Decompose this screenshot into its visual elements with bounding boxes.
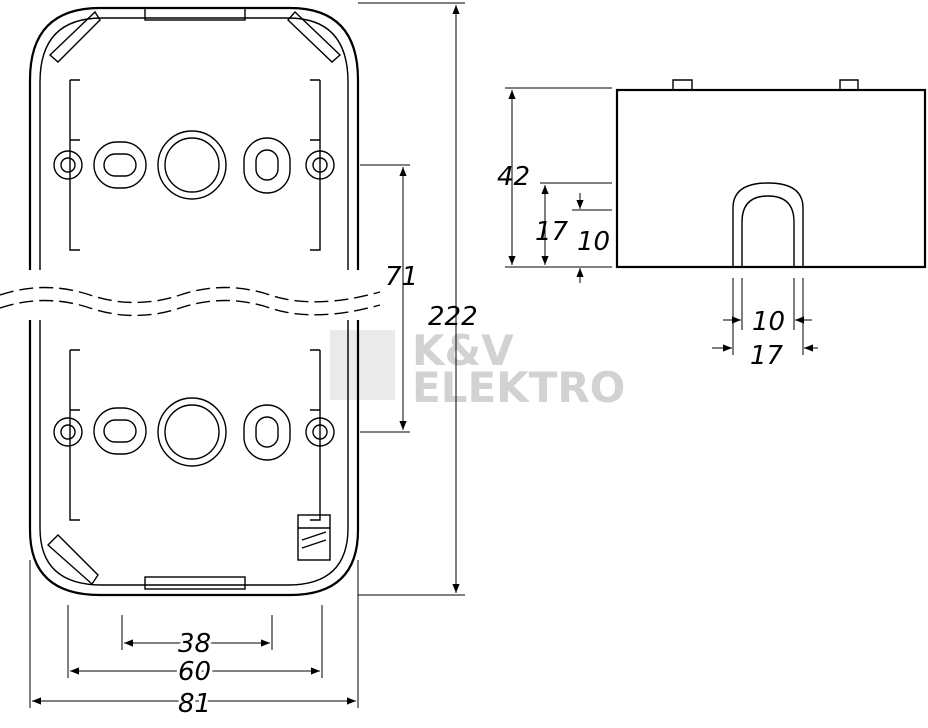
dim-label-71: 71 [385,262,418,292]
dim-label-60: 60 [178,657,211,687]
side-view: 42 17 10 10 17 [497,79,927,371]
break-line-1 [0,286,381,304]
bottom-tab [144,576,246,590]
corner-wedge-tr [287,10,342,63]
dim-label-222: 222 [428,302,478,332]
oval-slot-right [243,137,291,194]
dim-label-10h: 10 [752,307,785,337]
dim-label-10v: 10 [577,227,610,257]
terminal-block [297,514,331,561]
lower-cell [53,349,335,561]
corner-wedge-tl [48,10,101,63]
box-outline-top [28,6,360,270]
side-tab-left [672,79,693,90]
watermark-line2: ELEKTRO [412,363,625,412]
break-line-2 [0,299,381,317]
watermark-line1: K&V [412,326,514,375]
side-box-outline [615,88,927,269]
oval-slot-left [93,141,147,189]
center-knockout [157,130,227,200]
dim-label-38: 38 [178,629,211,659]
front-view: 222 71 38 60 81 [0,2,478,722]
watermark-logo-icon [330,330,395,400]
dim-label-17h: 17 [750,341,784,371]
box-inner-top [39,17,349,270]
upper-cell [53,79,335,251]
dim-label-42: 42 [497,162,530,192]
box-inner-bottom [39,320,349,586]
dim-label-17v: 17 [535,217,569,247]
box-outline-bottom [28,320,360,597]
top-tab [144,7,246,21]
screw-hole-right [305,150,335,180]
corner-wedge-bl [46,534,99,586]
screw-hole-left [53,150,83,180]
cable-entry-outer [732,182,804,267]
watermark: K&V ELEKTRO [330,326,625,412]
side-tab-right [839,79,859,90]
cable-entry-inner [741,195,795,267]
dim-label-81: 81 [178,689,211,719]
